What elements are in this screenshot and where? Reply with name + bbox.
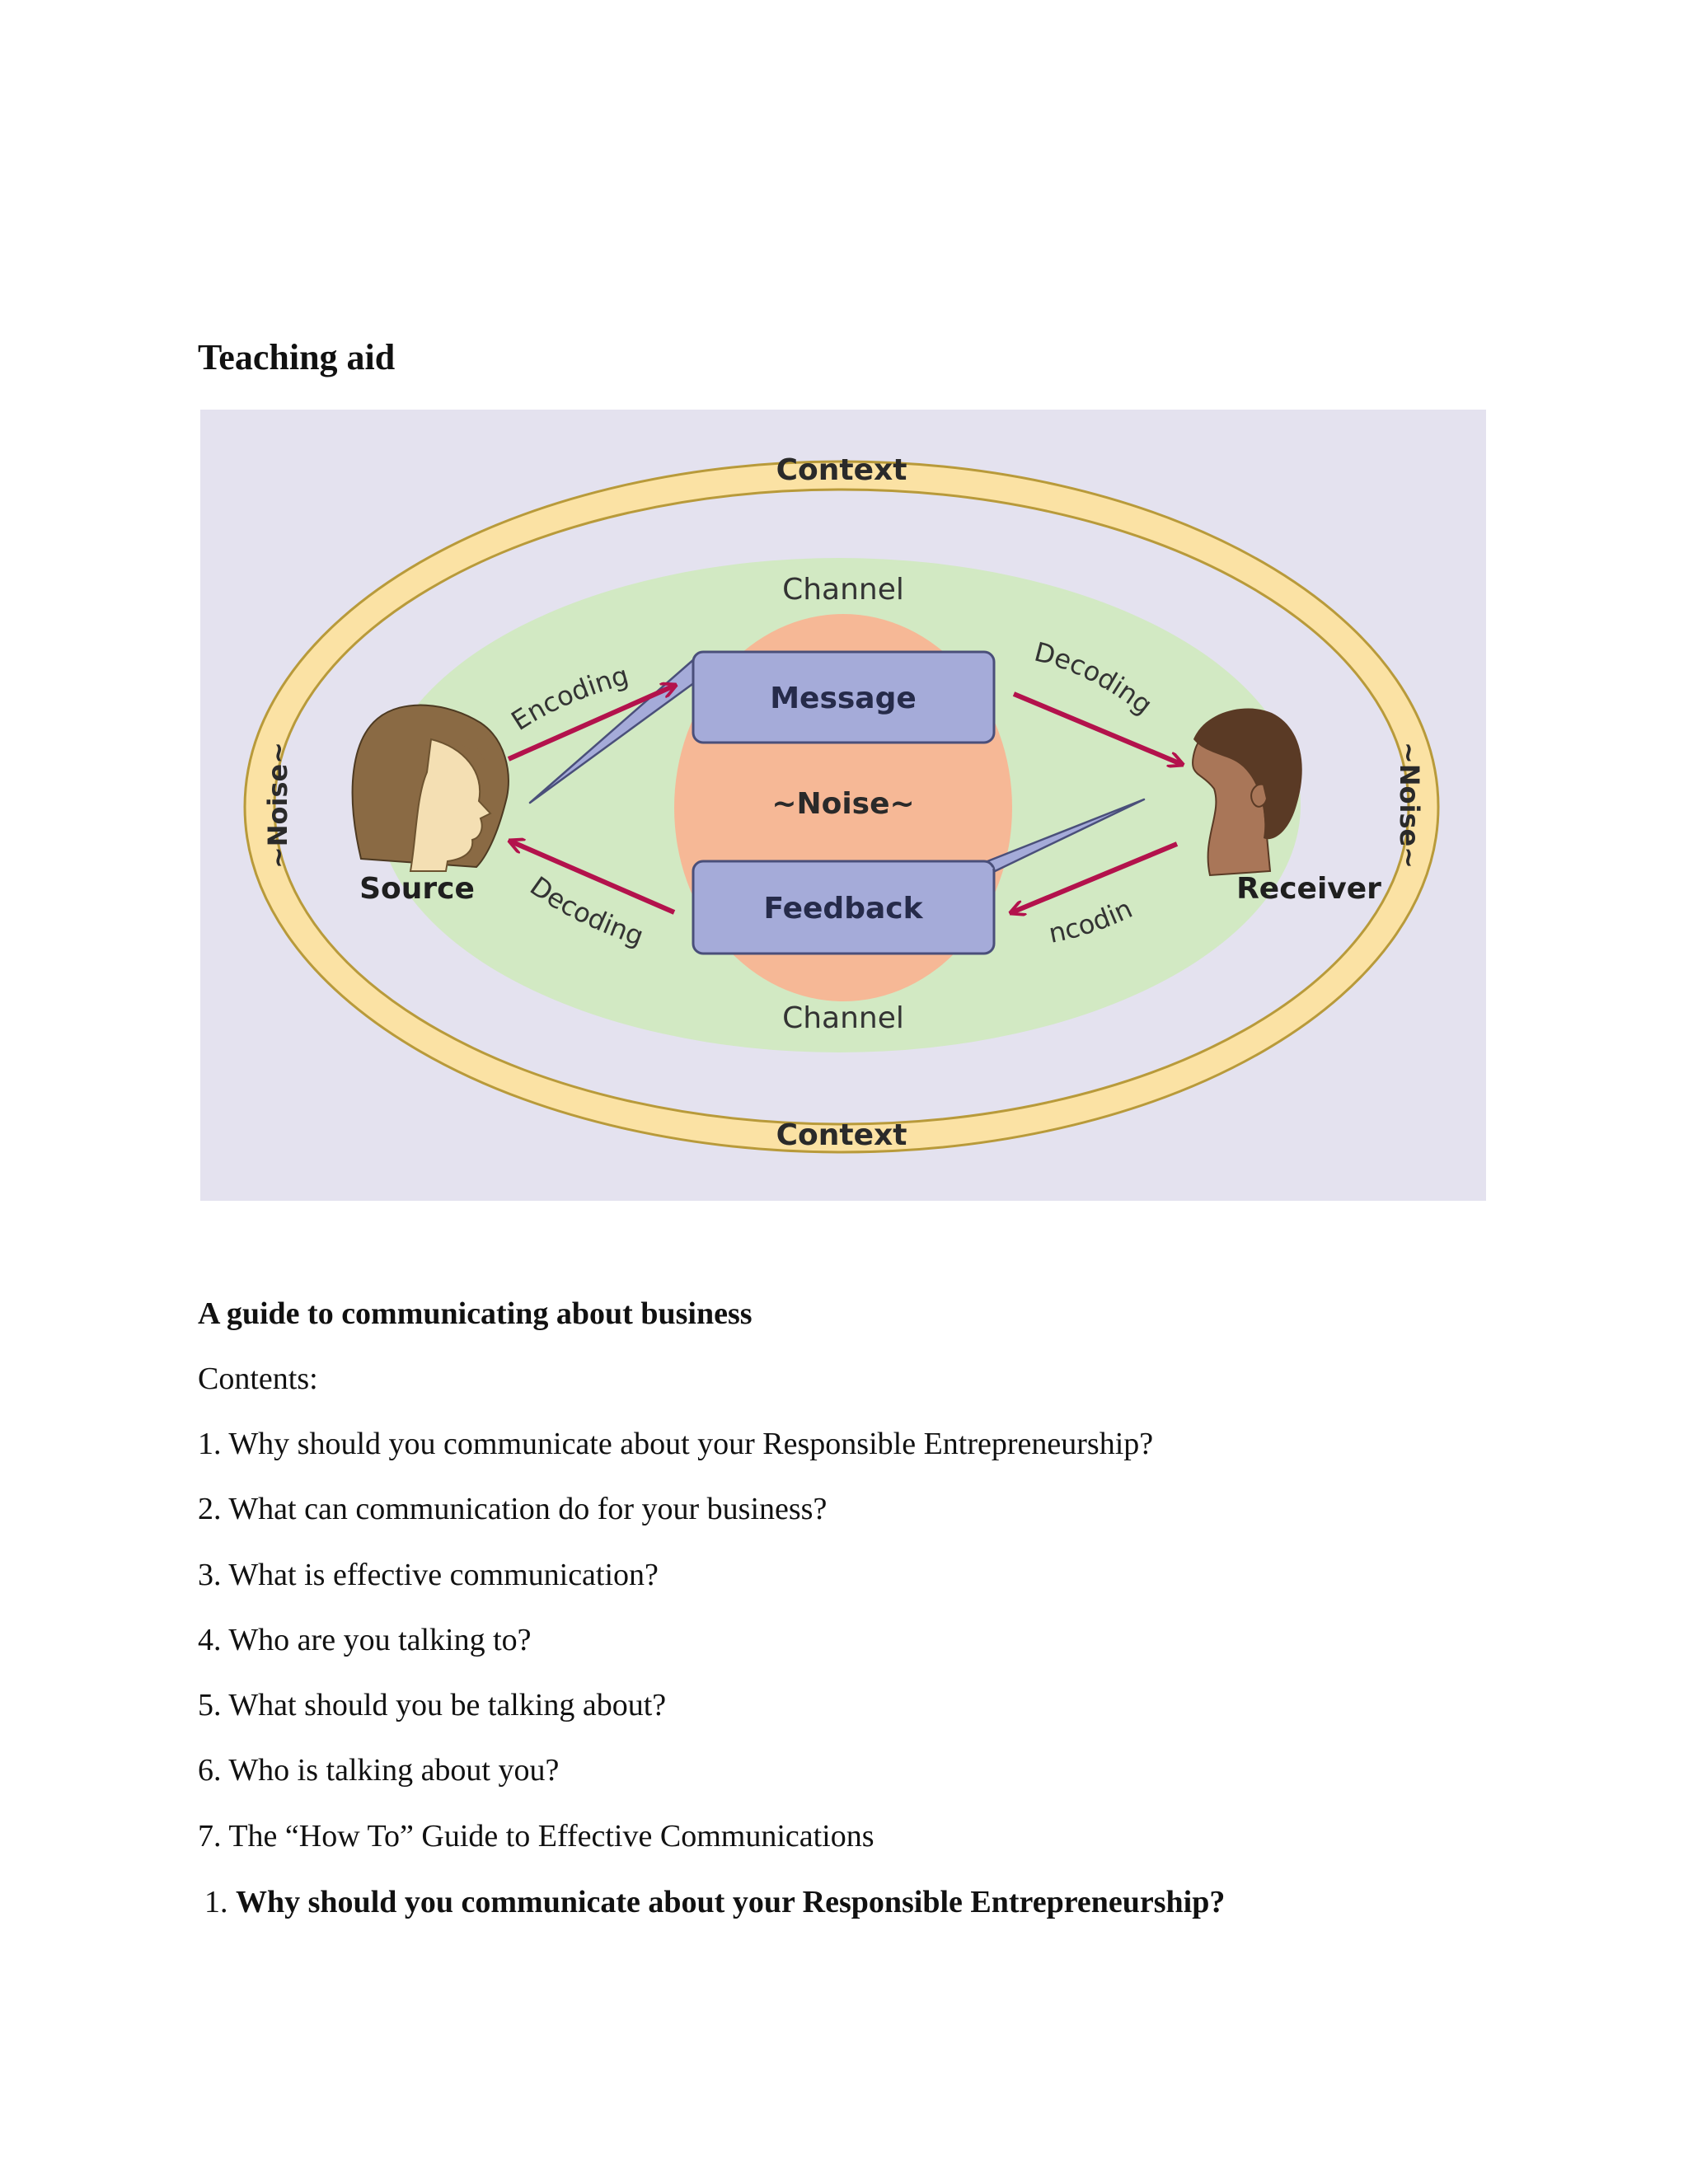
encoding-source-arrow (507, 686, 674, 762)
contents-item-5: 5. What should you be talking about? (198, 1688, 667, 1723)
receiver-person-icon (1192, 708, 1302, 877)
contents-item-6: 6. Who is talking about you? (198, 1753, 560, 1788)
contents-list: 1. Why should you communicate about your… (198, 1428, 1153, 1886)
encoding-receiver-arrow (1012, 841, 1179, 912)
source-person-icon (351, 704, 509, 872)
context-bottom-label: Context (776, 1118, 907, 1152)
contents-item-2: 2. What can communication do for your bu… (198, 1492, 828, 1527)
section-1-number: 1. (204, 1885, 228, 1919)
source-label: Source (359, 872, 475, 906)
noise-center-label: ~Noise~ (771, 787, 914, 821)
contents-item-3: 3. What is effective communication? (198, 1557, 659, 1592)
channel-bottom-label: Channel (782, 1001, 904, 1035)
communication-model-diagram: Context Context ~Noise~ ~Noise~ Channel … (200, 410, 1486, 1201)
contents-item-7: 7. The “How To” Guide to Effective Commu… (198, 1818, 874, 1854)
noise-left-label: ~Noise~ (262, 742, 293, 869)
message-label: Message (770, 682, 917, 715)
channel-top-label: Channel (782, 573, 904, 607)
diagram-svg: Context Context ~Noise~ ~Noise~ Channel … (200, 410, 1486, 1201)
receiver-label: Receiver (1236, 872, 1381, 906)
contents-item-1: 1. Why should you communicate about your… (198, 1427, 1154, 1461)
decoding-source-arrow (511, 841, 676, 915)
contents-label: Contents: (198, 1361, 318, 1396)
noise-right-label: ~Noise~ (1394, 742, 1425, 869)
feedback-bubble (692, 798, 1146, 955)
page-title: Teaching aid (198, 337, 396, 377)
section-1-title: Why should you communicate about your Re… (236, 1885, 1226, 1919)
contents-item-4: 4. Who are you talking to? (198, 1622, 532, 1657)
feedback-label: Feedback (763, 892, 923, 926)
context-top-label: Context (776, 453, 907, 487)
section-heading: A guide to communicating about business (198, 1296, 753, 1331)
section-1-heading: 1. Why should you communicate about your… (204, 1886, 1225, 1918)
decoding-receiver-arrow (1012, 691, 1181, 764)
